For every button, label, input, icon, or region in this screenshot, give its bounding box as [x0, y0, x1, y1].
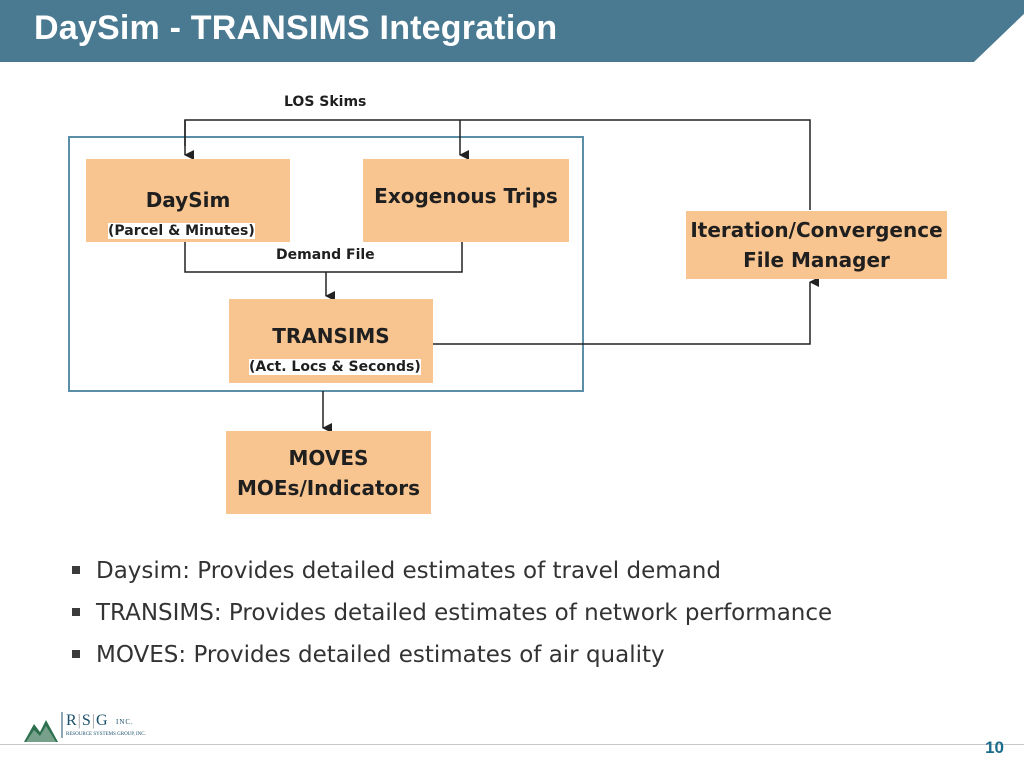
- daysim-subtitle: (Parcel & Minutes): [108, 223, 255, 239]
- bullet-item: TRANSIMS: Provides detailed estimates of…: [72, 594, 832, 636]
- mountain-logo-icon: [24, 712, 63, 742]
- transims-title: TRANSIMS: [272, 324, 390, 348]
- slide-title: DaySim - TRANSIMS Integration: [34, 9, 558, 47]
- page-number: 10: [985, 738, 1004, 757]
- title-bar: DaySim - TRANSIMS Integration: [0, 0, 1024, 62]
- demand-file-line: [184, 242, 463, 273]
- arrow-to-iteration: [433, 277, 819, 345]
- bullet-square-icon: [72, 608, 80, 616]
- iteration-line1: Iteration/Convergence: [690, 218, 943, 242]
- bullet-list: Daysim: Provides detailed estimates of t…: [72, 552, 832, 678]
- title-bar-background: [0, 0, 1024, 62]
- los-skims-label: LOS Skims: [284, 94, 367, 110]
- logo-letter-g: G: [95, 712, 109, 729]
- moves-box: MOVES MOEs/Indicators: [226, 431, 431, 514]
- transims-subtitle: (Act. Locs & Seconds): [249, 359, 421, 375]
- transims-box: TRANSIMS (Act. Locs & Seconds): [229, 299, 433, 383]
- logo-letter-r: R: [66, 712, 78, 729]
- model-frame: [68, 136, 584, 392]
- bullet-item: Daysim: Provides detailed estimates of t…: [72, 552, 832, 594]
- bullet-square-icon: [72, 566, 80, 574]
- footer-divider: [0, 744, 1024, 745]
- daysim-box: DaySim (Parcel & Minutes): [86, 159, 290, 242]
- rsg-logo: R|S|G INC. RESOURCE SYSTEMS GROUP, INC.: [24, 708, 174, 742]
- bullet-square-icon: [72, 650, 80, 658]
- moves-line1: MOVES: [288, 446, 369, 470]
- moves-line2: MOEs/Indicators: [236, 476, 421, 500]
- iteration-line2: File Manager: [743, 248, 890, 272]
- logo-company: RESOURCE SYSTEMS GROUP, INC.: [66, 732, 146, 737]
- daysim-title: DaySim: [145, 188, 231, 212]
- diagram-connectors: [68, 119, 819, 433]
- iteration-manager-box: Iteration/Convergence File Manager: [686, 211, 947, 279]
- exogenous-trips-title: Exogenous Trips: [374, 184, 558, 208]
- exogenous-trips-box: Exogenous Trips: [363, 159, 569, 242]
- logo-letter-s: S: [81, 712, 92, 729]
- demand-file-label: Demand File: [274, 247, 377, 263]
- bullet-item: MOVES: Provides detailed estimates of ai…: [72, 636, 832, 678]
- logo-suffix: INC.: [116, 718, 134, 726]
